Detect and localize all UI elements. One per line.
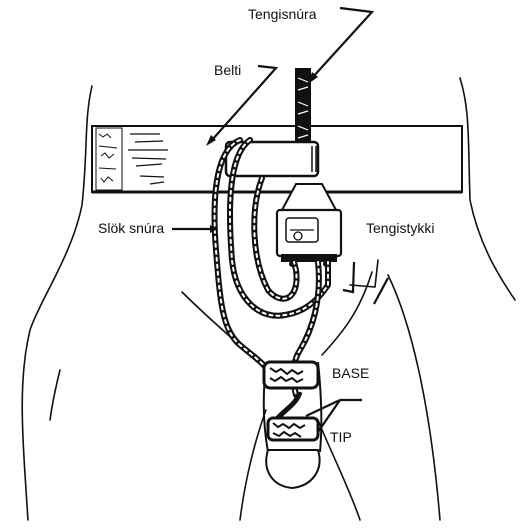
- connector-unit-knob: [294, 232, 302, 240]
- glans: [266, 450, 319, 488]
- left-inner-thigh: [240, 410, 266, 520]
- connector-cable-leader: [312, 8, 372, 78]
- right-thigh-outline: [388, 275, 440, 520]
- connector-unit: [277, 184, 341, 267]
- label-tip: TIP: [330, 429, 352, 445]
- tip-ring: [268, 418, 318, 440]
- left-torso-outline: [22, 86, 92, 520]
- label-belt: Belti: [214, 62, 241, 78]
- sensor-device: [264, 362, 321, 488]
- connector-unit-leader: [343, 262, 388, 304]
- right-torso-outline: [460, 78, 515, 300]
- label-slack-cord: Slök snúra: [98, 220, 164, 236]
- label-connector-cable: Tengisnúra: [248, 6, 317, 22]
- label-base: BASE: [332, 365, 369, 381]
- base-ring: [264, 362, 318, 388]
- inter-ring-cord: [276, 392, 300, 420]
- label-connector-unit: Tengistykki: [366, 220, 434, 236]
- left-hip-mark: [50, 370, 60, 420]
